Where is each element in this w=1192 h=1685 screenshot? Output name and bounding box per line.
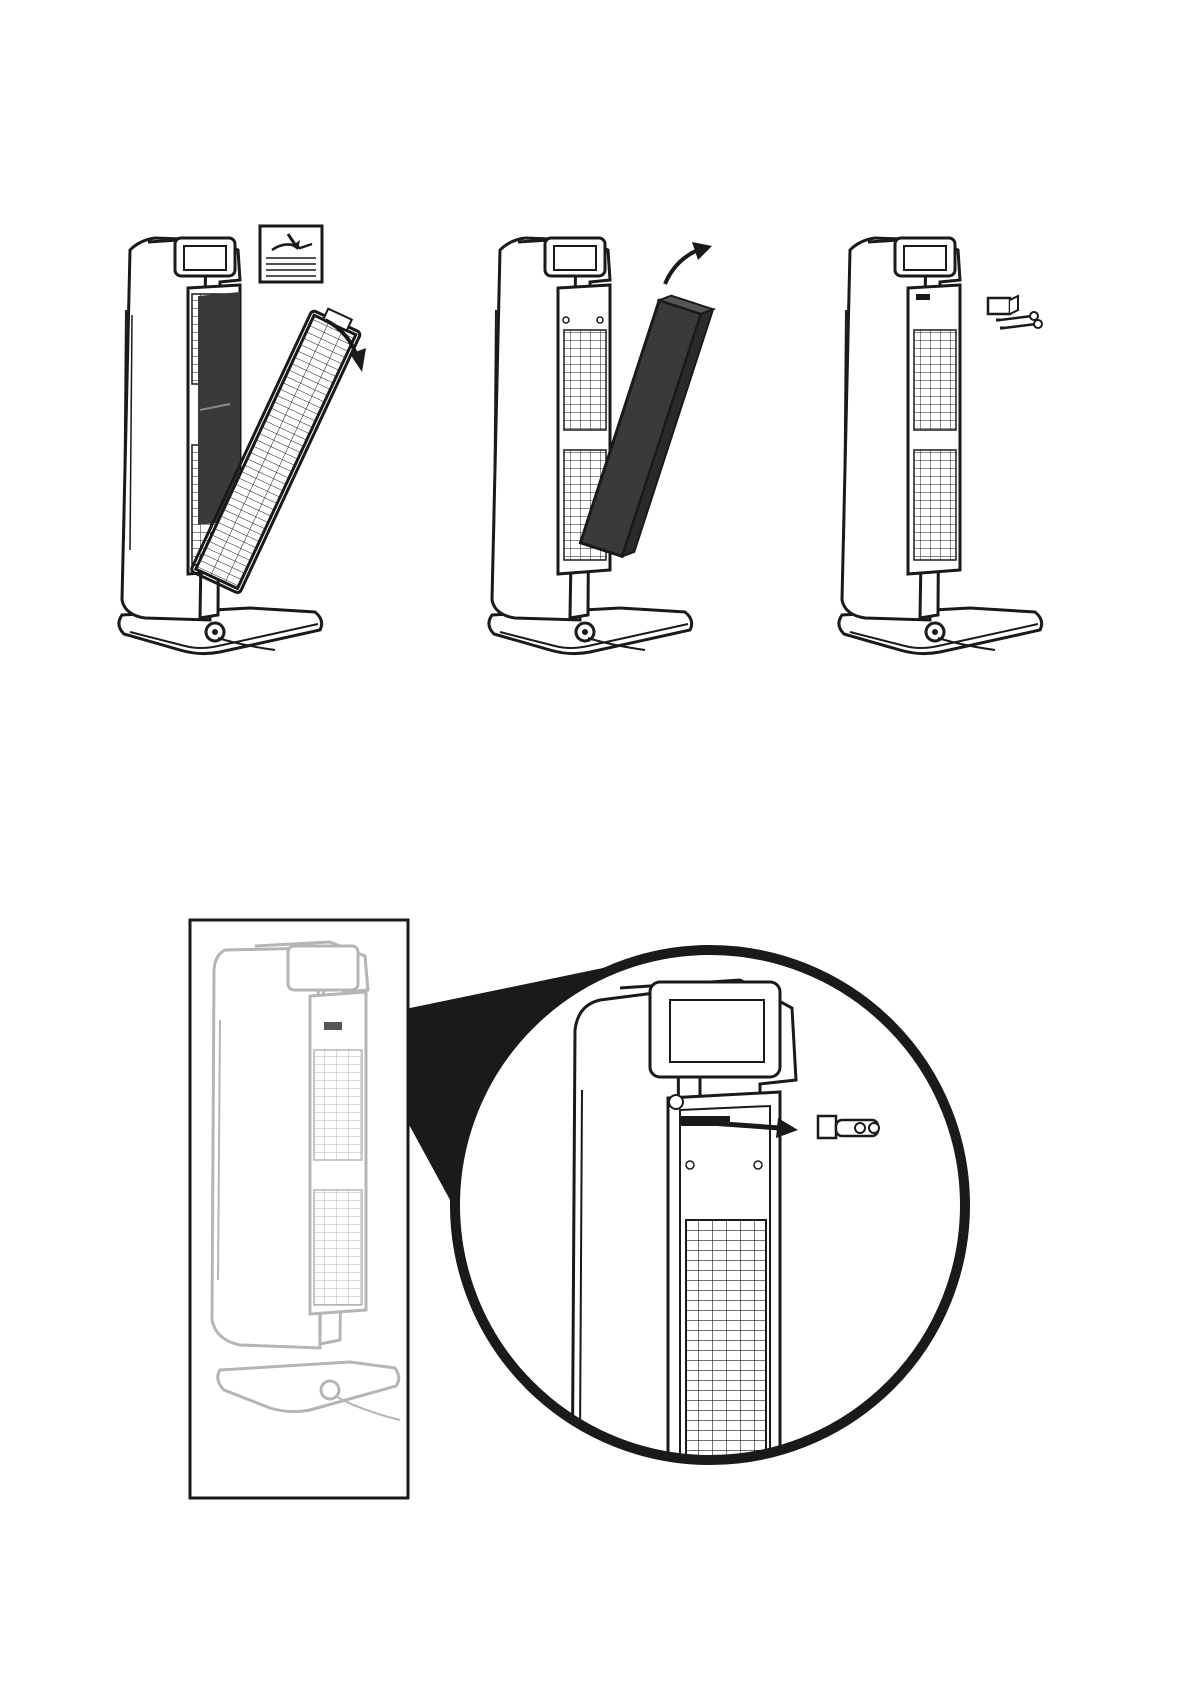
- lift-arrow: [665, 250, 698, 284]
- figure-detail-uv-bulb-magnified: [180, 920, 1080, 1500]
- magnified-circle: [455, 950, 965, 1520]
- hepa-filter-frame: [908, 285, 960, 574]
- figure-step-2-carbon-filter-removal: [470, 220, 790, 660]
- step-3-illustration: [820, 220, 1140, 660]
- uv-bulb: [818, 1116, 879, 1138]
- uv-bulb-and-screws: [988, 296, 1042, 328]
- latch-inset: [260, 226, 322, 282]
- step-1-illustration: [100, 220, 420, 660]
- lift-arrow-head: [692, 242, 712, 260]
- uv-bulb-location: [324, 1022, 342, 1030]
- detail-illustration: [180, 920, 1080, 1500]
- figure-step-1-prefilter-removal: [100, 220, 420, 660]
- step-2-illustration: [470, 220, 790, 660]
- overview-panel: [190, 920, 408, 1498]
- figure-step-3-uv-bulb-removal: [820, 220, 1140, 660]
